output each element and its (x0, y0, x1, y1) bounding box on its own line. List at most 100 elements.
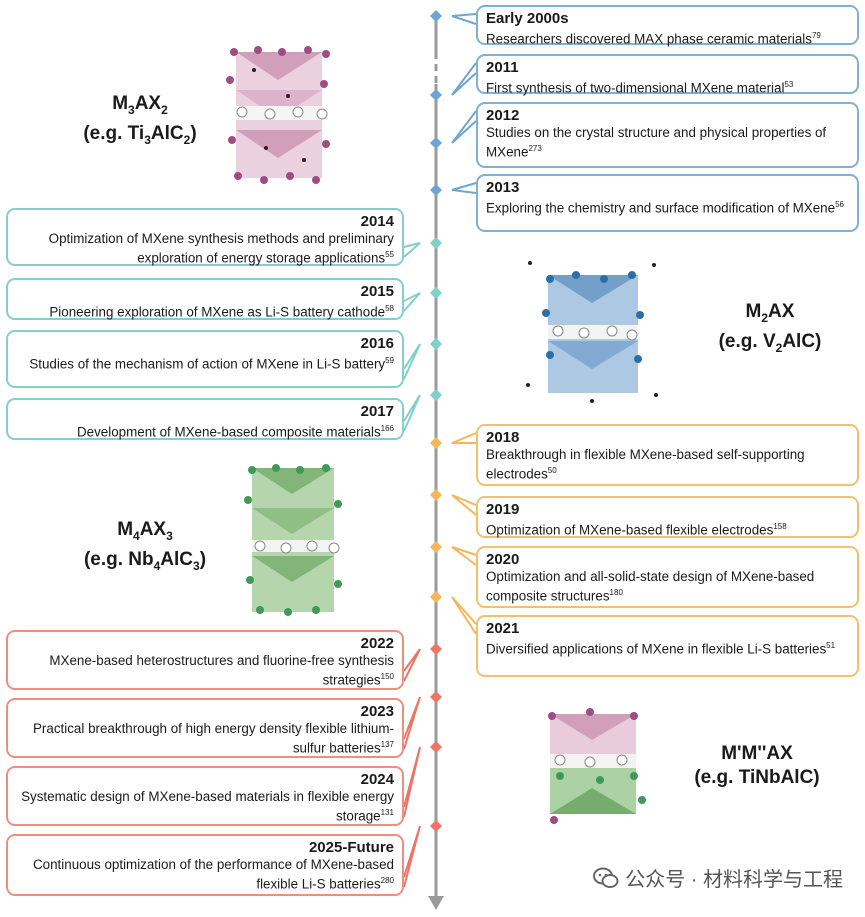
event-year: Early 2000s (486, 10, 569, 27)
event-reference: 55 (385, 250, 394, 259)
timeline-marker (430, 741, 442, 753)
event-callout-pointer (403, 394, 421, 432)
event-description: Diversified applications of MXene in fle… (486, 641, 827, 657)
event-callout-pointer (451, 546, 477, 566)
event-callout-pointer (403, 292, 421, 312)
example-m4ax3: (e.g. Nb4AlC3) (83, 548, 207, 573)
event-year: 2024 (360, 771, 394, 788)
timeline-marker (430, 10, 442, 22)
formula-m4ax3: M4AX3 (117, 519, 173, 543)
timeline-marker (430, 691, 442, 703)
event-reference: 50 (547, 466, 557, 475)
event-reference: 280 (380, 876, 394, 885)
event-callout-pointer (403, 343, 421, 380)
event-description: Exploring the chemistry and surface modi… (486, 200, 836, 216)
timeline-marker (430, 184, 442, 196)
event-reference: 131 (380, 808, 394, 817)
event-reference: 51 (826, 641, 836, 650)
event-reference: 150 (380, 672, 394, 681)
event-year: 2016 (360, 335, 394, 352)
timeline-marker (430, 137, 442, 149)
crystal-m3ax2 (218, 40, 338, 190)
event-reference: 56 (835, 200, 844, 209)
watermark: 公众号 · 材料科学与工程 (593, 863, 843, 895)
timeline-marker (430, 437, 442, 449)
axis-arrowhead (428, 896, 444, 910)
event-description: Researchers discovered MAX phase ceramic… (486, 31, 812, 47)
event-description: Development of MXene-based composite mat… (76, 424, 381, 440)
event-callout-pointer (403, 242, 421, 258)
event-description: Systematic design of MXene-based materia… (21, 789, 394, 824)
formula-mmax: M'M''AX (721, 743, 793, 764)
event-description: Continuous optimization of the performan… (32, 857, 394, 892)
event-callout-pointer (403, 825, 421, 888)
event-description: Practical breakthrough of high energy de… (33, 721, 394, 756)
timeline-marker (430, 287, 442, 299)
event-description: First synthesis of two-dimensional MXene… (486, 80, 785, 96)
event-description: Studies of the mechanism of action of MX… (29, 356, 386, 372)
crystal-green-icon (244, 464, 342, 616)
timeline-marker (430, 237, 442, 249)
event-reference: 79 (811, 31, 821, 40)
timeline-marker (430, 389, 442, 401)
timeline-marker (430, 643, 442, 655)
crystal-pink-icon (226, 46, 330, 184)
event-reference: 58 (385, 304, 394, 313)
event-year: 2021 (486, 620, 520, 637)
event-year: 2012 (486, 107, 520, 124)
event-callout-pointer (451, 494, 477, 516)
event-callout-pointer (451, 13, 477, 25)
timeline-marker (430, 820, 442, 832)
crystal-label-mmax: M'M''AX (e.g. TiNbAlC) (672, 742, 842, 790)
event-reference: 53 (784, 80, 794, 89)
formula-m3ax2: M3AX2 (112, 93, 168, 117)
example-m3ax2: (e.g. Ti3AlC2) (83, 122, 197, 147)
event-callout-pointer (451, 110, 477, 144)
event-reference: 166 (380, 424, 394, 433)
timeline-marker (430, 541, 442, 553)
event-year: 2014 (360, 213, 394, 230)
event-callout-pointer (451, 432, 477, 444)
crystal-label-m4ax3: M4AX3 (e.g. Nb4AlC3) (60, 518, 230, 578)
crystal-blue-icon (526, 261, 658, 403)
event-reference: 180 (609, 588, 623, 597)
event-callout-pointer (403, 746, 421, 818)
event-year: 2025-Future (308, 839, 394, 856)
event-callout-pointer (451, 182, 477, 194)
timeline-marker (430, 591, 442, 603)
event-description: MXene-based heterostructures and fluorin… (49, 653, 394, 688)
event-description: Optimization of MXene-based flexible ele… (486, 522, 774, 538)
event-year: 2017 (360, 403, 394, 420)
event-year: 2013 (486, 179, 520, 196)
crystal-label-m2ax: M2AX (e.g. V2AlC) (690, 300, 850, 360)
event-callout-pointer (451, 62, 477, 96)
event-year: 2022 (360, 635, 394, 652)
event-callout-pointer (403, 696, 421, 750)
crystal-m4ax3 (238, 460, 348, 620)
event-description: Optimization of MXene synthesis methods … (48, 231, 394, 266)
event-year: 2018 (486, 429, 520, 446)
timeline-marker (430, 89, 442, 101)
crystal-label-m3ax2: M3AX2 (e.g. Ti3AlC2) (60, 92, 220, 152)
event-reference: 59 (385, 356, 394, 365)
watermark-text: 公众号 · 材料科学与工程 (625, 869, 843, 892)
timeline-marker (430, 489, 442, 501)
event-description: Studies on the crystal structure and phy… (486, 125, 827, 160)
event-description: Breakthrough in flexible MXene-based sel… (486, 447, 805, 482)
event-callout-pointer (403, 648, 421, 682)
event-reference: 137 (380, 740, 394, 749)
event-description: Pioneering exploration of MXene as Li-S … (49, 304, 386, 320)
